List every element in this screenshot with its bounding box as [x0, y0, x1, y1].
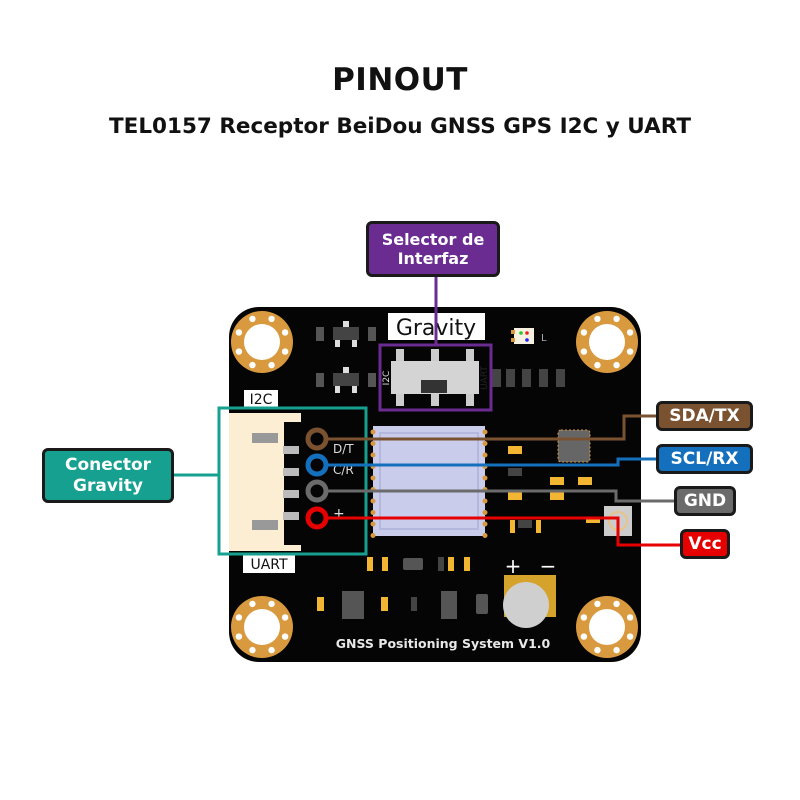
via-dot — [235, 614, 243, 621]
connector-top-label: I2C — [250, 392, 273, 408]
castellation-pad — [482, 475, 488, 481]
pin-label-scl-rx: SCL/RX — [656, 444, 753, 474]
via-dot — [249, 361, 256, 369]
via-dot — [268, 315, 275, 323]
pin-silk-vcc: + — [333, 506, 345, 522]
castellation-pad — [370, 475, 376, 481]
castellation-pad — [370, 510, 376, 515]
pin-silk-sda: D/T — [333, 442, 354, 456]
via-dot — [281, 633, 289, 640]
via-dot — [268, 600, 275, 608]
connector-highlight-box — [217, 406, 368, 556]
via-dot — [613, 600, 620, 608]
pin-ring-scl[interactable] — [305, 453, 329, 477]
via-dot — [626, 329, 634, 336]
via-dot — [613, 315, 620, 323]
pin-ring-sda[interactable] — [305, 427, 329, 451]
page-subtitle: TEL0157 Receptor BeiDou GNSS GPS I2C y U… — [108, 114, 692, 139]
via-dot — [268, 361, 275, 369]
via-dot — [249, 600, 256, 608]
castellation-pad — [482, 533, 488, 538]
callout-selector-line2: Interfaz — [397, 249, 469, 268]
wire-vcc — [317, 516, 680, 547]
castellation-pad — [482, 452, 488, 458]
switch-label-uart: UART — [480, 366, 490, 390]
battery-plus-label: + — [505, 554, 522, 578]
pin-ring-gnd[interactable] — [305, 479, 329, 503]
via-dot — [580, 348, 588, 355]
pin-label-sda-tx: SDA/TX — [656, 401, 753, 431]
via-dot — [281, 614, 289, 621]
via-dot — [235, 633, 243, 640]
via-dot — [626, 348, 634, 355]
rgb-led — [511, 328, 534, 344]
gravity-connector — [229, 413, 301, 551]
castellation-pad — [482, 510, 488, 515]
connector-bottom-label-bg — [243, 555, 295, 573]
via-dot — [594, 600, 601, 608]
resistor-array — [492, 369, 565, 387]
castellation-pad — [482, 429, 488, 435]
mounting-hole-bottom-right — [576, 596, 638, 658]
callout-conector-line2: Gravity — [73, 475, 143, 496]
backup-battery — [503, 575, 556, 628]
castellation-pad — [482, 521, 488, 527]
via-dot — [580, 329, 588, 336]
via-dot — [268, 646, 275, 654]
connector-bottom-label: UART — [250, 557, 288, 573]
switch-label-i2c: I2C — [382, 371, 392, 386]
battery-minus-label: − — [540, 554, 557, 578]
wire-scl — [317, 457, 656, 467]
castellation-pad — [370, 441, 376, 446]
mounting-hole-bottom-left — [231, 596, 293, 658]
castellation-pad — [370, 452, 376, 458]
via-dot — [235, 348, 243, 355]
mounting-hole-top-right — [576, 311, 638, 373]
via-dot — [594, 646, 601, 654]
callout-selector-line1: Selector de — [381, 229, 485, 249]
transistors-top — [316, 321, 376, 393]
castellation-pad — [370, 533, 376, 538]
page-title: PINOUT — [332, 62, 468, 98]
via-dot — [235, 329, 243, 336]
via-dot — [626, 633, 634, 640]
via-dot — [281, 329, 289, 336]
connector-top-label-bg — [244, 390, 278, 407]
mounting-hole-vias — [235, 315, 634, 654]
castellation-pad — [370, 498, 376, 504]
via-dot — [626, 614, 634, 621]
wire-gnd — [317, 489, 674, 503]
via-dot — [594, 361, 601, 369]
pin-label-gnd: GND — [674, 486, 736, 516]
via-dot — [249, 315, 256, 323]
via-dot — [249, 646, 256, 654]
via-dot — [613, 361, 620, 369]
castellation-pad — [370, 429, 376, 435]
via-dot — [580, 633, 588, 640]
wire-sda — [317, 414, 656, 441]
mounting-hole-top-left — [231, 311, 293, 373]
interface-selector-switch[interactable] — [391, 349, 479, 406]
pin-label-vcc: Vcc — [680, 529, 730, 559]
castellation-pad — [482, 441, 488, 446]
via-dot — [281, 348, 289, 355]
castellation-pad — [482, 498, 488, 504]
board-name: GNSS Positioning System V1.0 — [336, 636, 551, 651]
via-dot — [580, 614, 588, 621]
castellation-pad — [370, 521, 376, 527]
callout-conector-line1: Conector — [64, 455, 152, 476]
via-dot — [613, 646, 620, 654]
pin-ring-vcc[interactable] — [305, 506, 329, 530]
via-dot — [594, 315, 601, 323]
led-label: L — [541, 333, 547, 344]
